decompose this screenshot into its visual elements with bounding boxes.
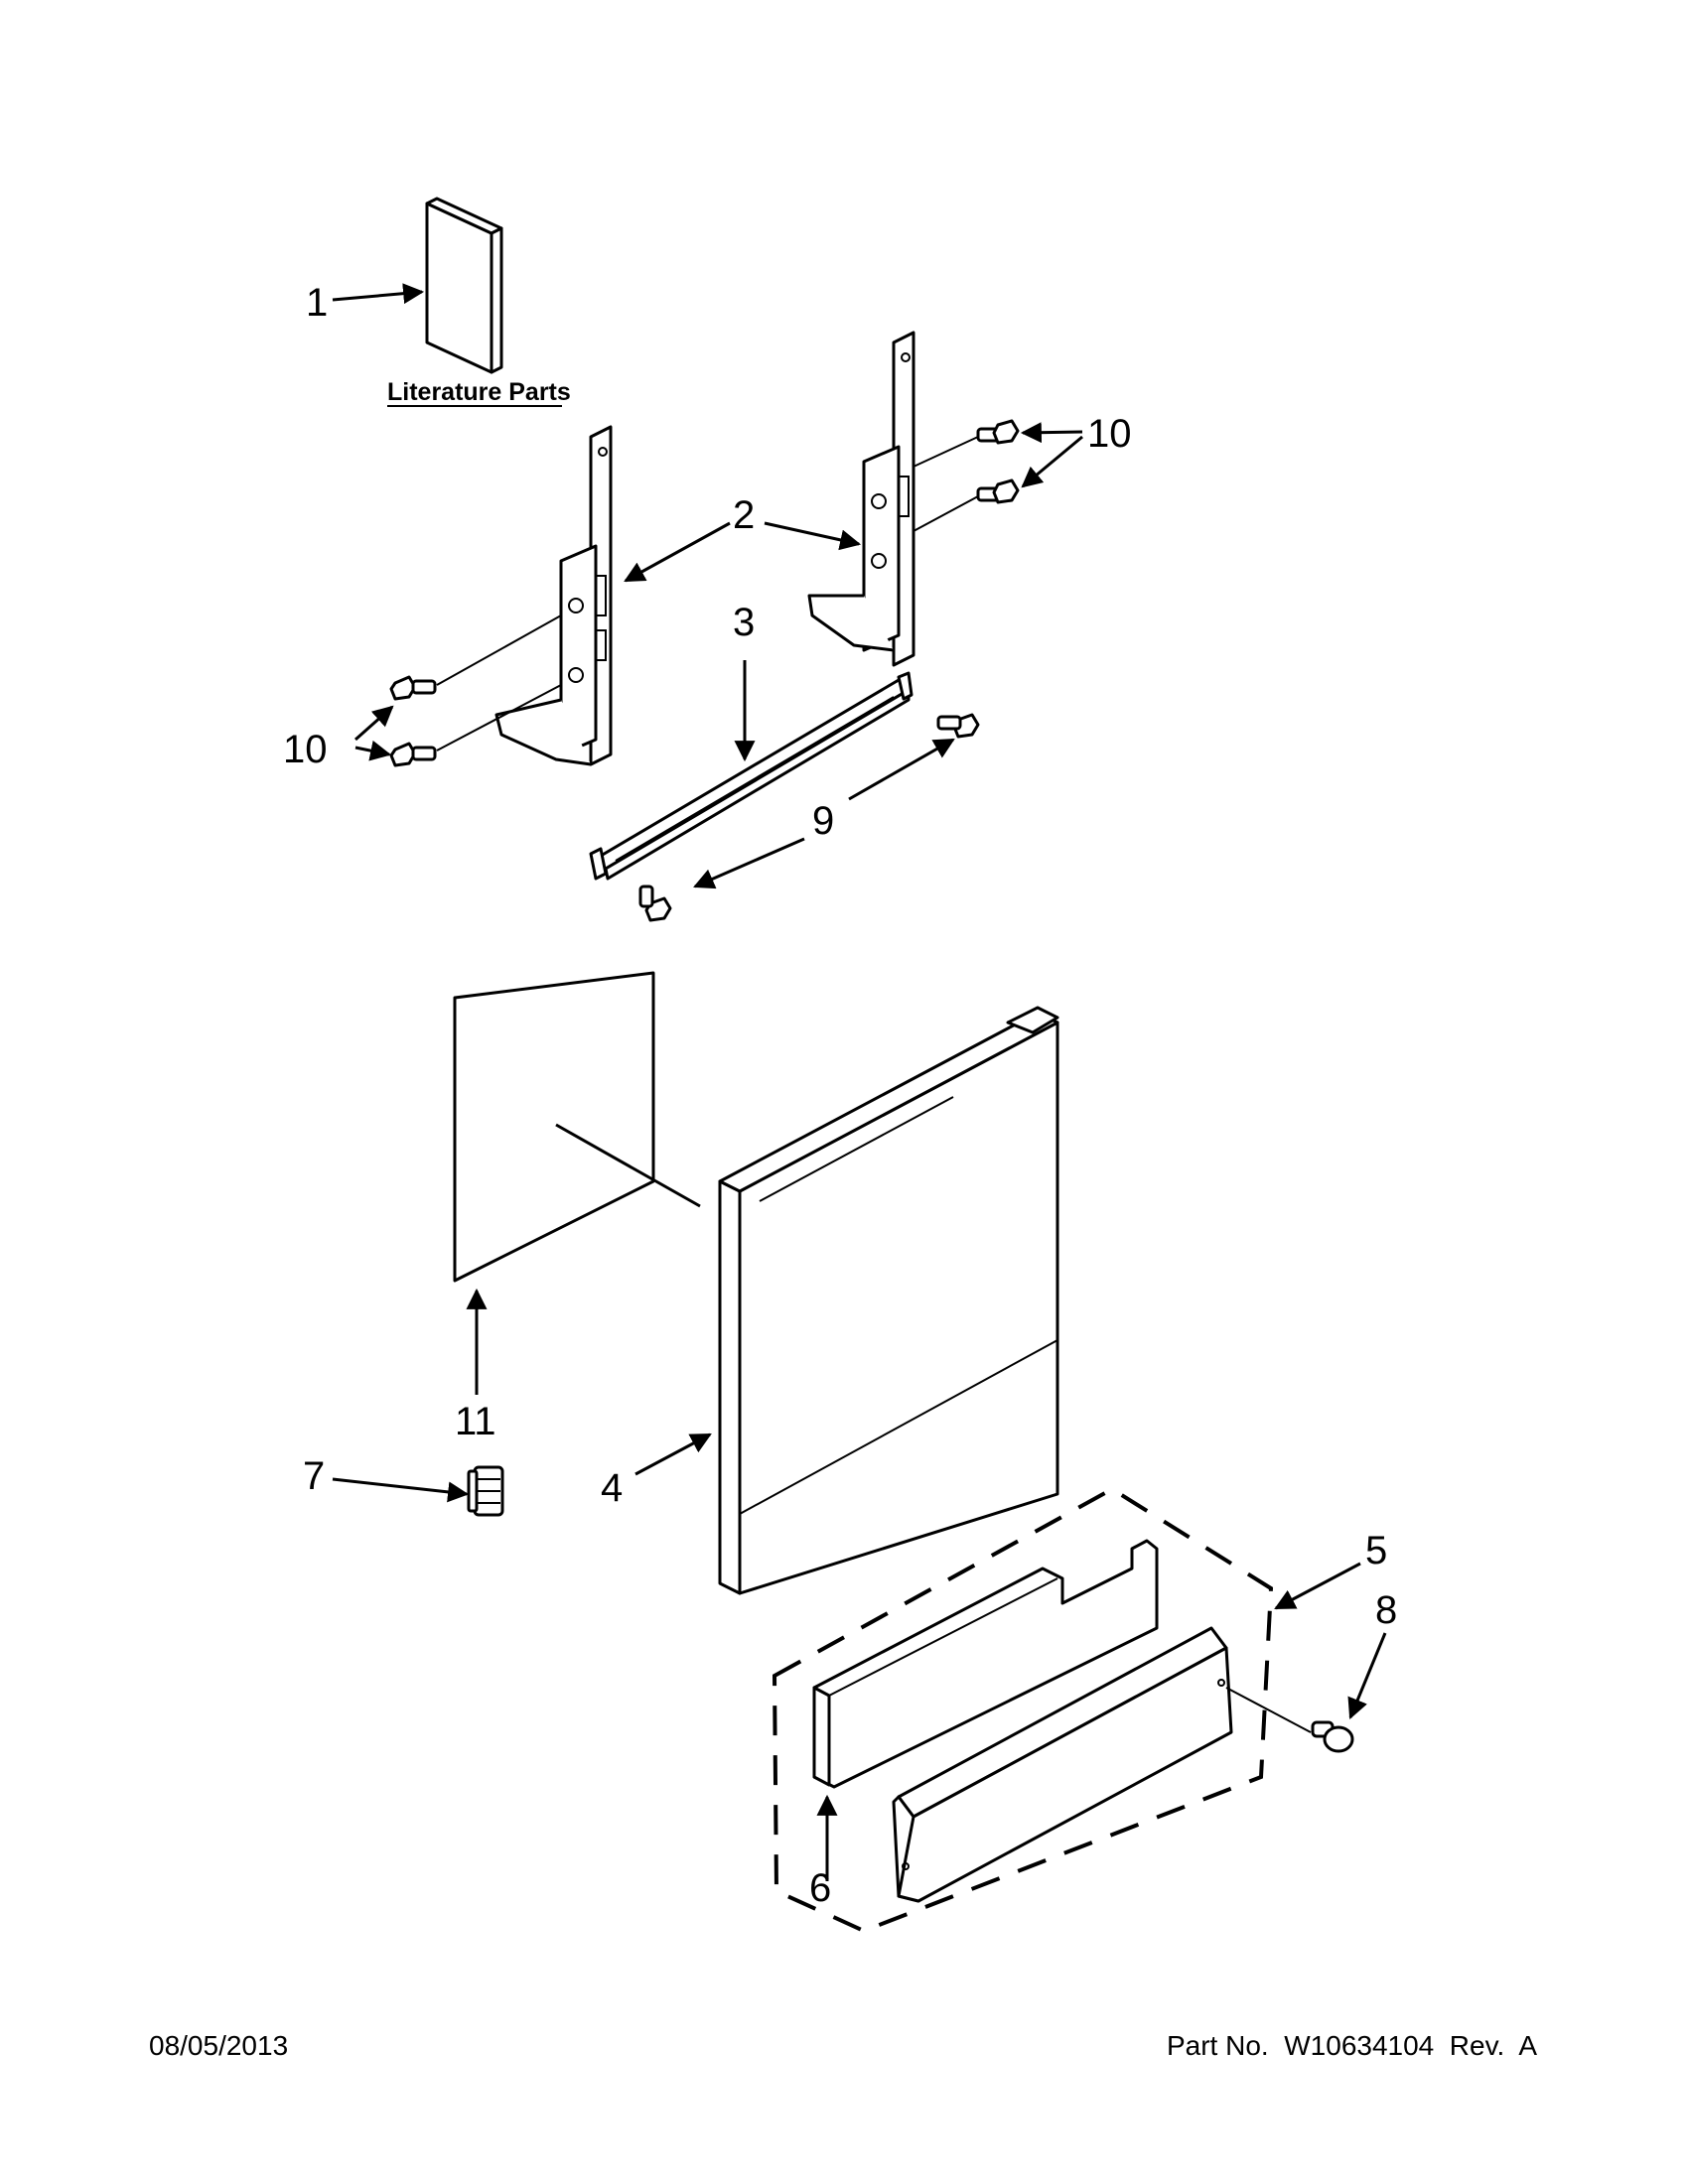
callout-6: 6 [809, 1866, 831, 1910]
callout-9: 9 [812, 799, 834, 843]
callout-9-leader-right [848, 738, 955, 801]
footer-date: 08/05/2013 [149, 2030, 288, 2061]
literature-parts-label: Literature Parts [387, 378, 571, 406]
callout-4: 4 [601, 1466, 623, 1510]
callout-9-leader-left [693, 837, 805, 889]
screw-path-line [913, 495, 979, 532]
outer-door-panel [718, 1006, 1059, 1595]
callout-10-right: 10 [1087, 412, 1132, 456]
callout-5: 5 [1365, 1529, 1387, 1572]
callout-10-leader-left-b [354, 740, 392, 761]
callout-4-leader [634, 1433, 712, 1476]
screw-icon [936, 713, 980, 739]
door-clip-icon [467, 1465, 504, 1517]
screw-icon [976, 478, 1020, 504]
callout-1-leader [332, 283, 425, 305]
callout-10-leader-right-a [1020, 422, 1083, 444]
footer-part-number: Part No. W10634104 Rev. A [1167, 2030, 1537, 2061]
kit-boundary-dashed [772, 1486, 1274, 1934]
screw-icon [976, 419, 1020, 445]
door-panel-insert [453, 971, 655, 1283]
screw-path-line [436, 684, 562, 751]
insert-alignment-line [555, 1123, 701, 1208]
callout-11: 11 [455, 1400, 496, 1443]
callout-2: 2 [733, 493, 755, 537]
door-rail-trim [589, 671, 914, 881]
screw-path-line [1225, 1687, 1312, 1733]
callout-2-leader-right [764, 521, 862, 551]
right-door-bracket [807, 331, 915, 667]
callout-3: 3 [733, 601, 755, 644]
screw-path-line [436, 614, 562, 686]
callout-10-leader-right-b [1021, 435, 1083, 488]
toe-kick-panel [892, 1626, 1233, 1903]
screw-path-line [913, 436, 979, 468]
callout-7-leader [332, 1477, 470, 1503]
callout-1: 1 [306, 281, 328, 325]
screw-icon [1311, 1720, 1354, 1753]
callout-7: 7 [303, 1454, 325, 1498]
screw-icon [389, 675, 437, 701]
foam-insulation-strip [812, 1539, 1159, 1789]
left-door-bracket [494, 425, 613, 766]
callout-8: 8 [1375, 1588, 1397, 1632]
screw-icon [389, 742, 437, 767]
callout-10-leader-left-a [354, 705, 394, 742]
literature-book-icon [425, 197, 503, 374]
callout-5-leader [1274, 1562, 1361, 1610]
callout-2-leader-left [624, 521, 731, 583]
callout-8-leader [1347, 1632, 1387, 1719]
callout-10-left: 10 [283, 728, 328, 771]
screw-icon [638, 885, 672, 922]
